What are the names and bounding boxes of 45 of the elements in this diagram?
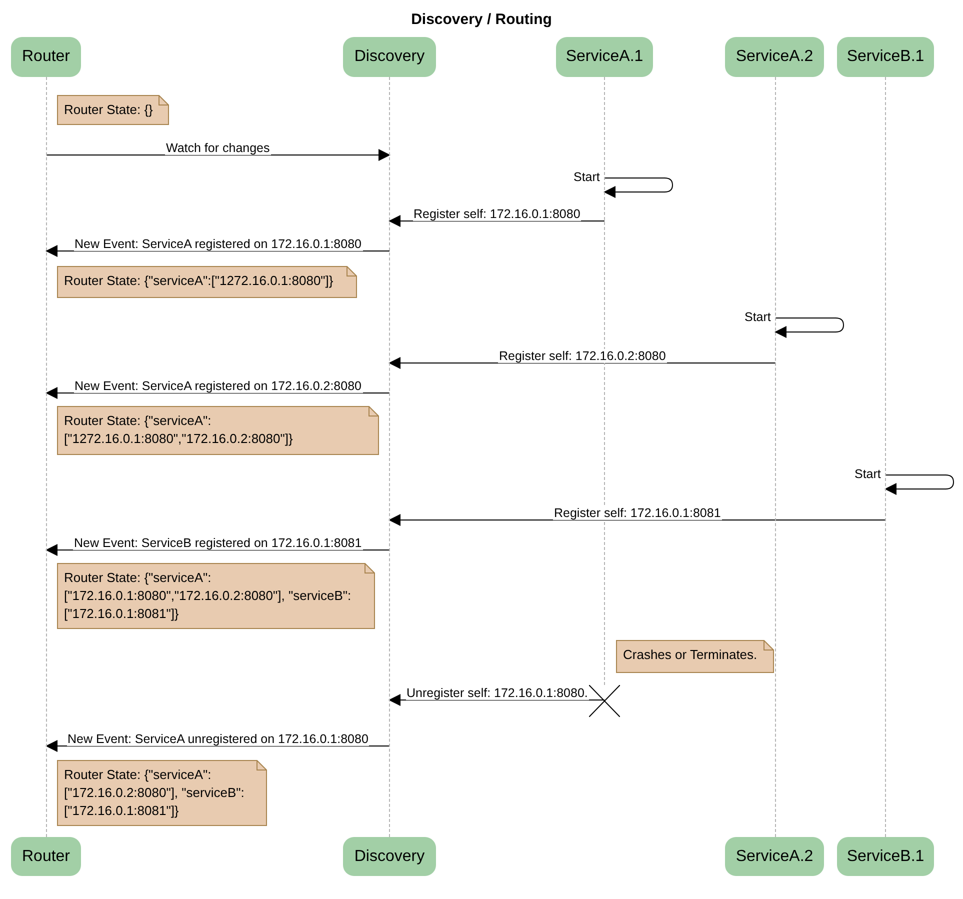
message-arrow — [388, 694, 605, 706]
message-label: Watch for changes — [165, 141, 271, 155]
lifeline — [885, 77, 888, 837]
participant-box: Discovery — [343, 837, 436, 876]
self-message-arrow — [774, 318, 844, 338]
message-arrow — [46, 245, 390, 257]
message-arrow — [46, 387, 390, 399]
destroy-mark — [589, 685, 620, 717]
note: Router State: {"serviceA":["1272.16.0.1:8080","172.16.0.2:8080"]} — [57, 406, 379, 455]
participant-box: Router — [11, 837, 81, 876]
message-label: Register self: 172.16.0.1:8080 — [412, 207, 582, 221]
message-label: Register self: 172.16.0.1:8081 — [553, 506, 722, 520]
note: Router State: {"serviceA":["1272.16.0.1:8080"]} — [57, 266, 357, 298]
message-label: Start — [854, 467, 882, 481]
message-arrow — [46, 149, 390, 161]
self-message-arrow — [604, 178, 673, 198]
message-arrow — [46, 740, 390, 752]
participant-box: ServiceB.1 — [837, 837, 934, 876]
message-label: Start — [744, 310, 772, 324]
message-label: New Event: ServiceA registered on 172.16.0.1:8080 — [74, 237, 362, 251]
message-label: Start — [572, 170, 601, 184]
message-label: Unregister self: 172.16.0.1:8080. — [406, 686, 589, 700]
message-label: New Event: ServiceB registered on 172.16.0.1:8081 — [73, 536, 363, 550]
note: Router State: {"serviceA": ["172.16.0.1:8080","172.16.0.2:8080"], "serviceB":["172.16.0.1:8081"]} — [57, 563, 375, 629]
participant-box: Discovery — [343, 37, 436, 77]
note: Router State: {"serviceA": ["172.16.0.2:8080"], "serviceB":["172.16.0.1:8081"]} — [57, 760, 267, 826]
participant-box: ServiceA.2 — [725, 37, 824, 77]
participant-box: Router — [11, 37, 81, 77]
note: Router State: {} — [57, 95, 169, 125]
participant-box: ServiceB.1 — [837, 37, 934, 77]
message-arrow — [388, 215, 605, 227]
self-message-arrow — [884, 474, 954, 495]
message-label: Register self: 172.16.0.2:8080 — [498, 349, 667, 363]
lifeline — [46, 77, 49, 837]
message-label: New Event: ServiceA unregistered on 172.16.0.1:8080 — [66, 732, 370, 746]
message-arrow — [388, 357, 776, 369]
participant-box: ServiceA.1 — [556, 37, 653, 77]
message-label: New Event: ServiceA registered on 172.16.0.2:8080 — [74, 379, 362, 393]
diagram-title: Discovery / Routing — [410, 11, 553, 28]
message-arrow — [388, 514, 886, 526]
note: Crashes or Terminates. — [616, 640, 774, 673]
lifeline — [389, 77, 392, 837]
message-arrow — [46, 544, 390, 556]
lifeline — [775, 77, 778, 837]
participant-box: ServiceA.2 — [725, 837, 824, 876]
